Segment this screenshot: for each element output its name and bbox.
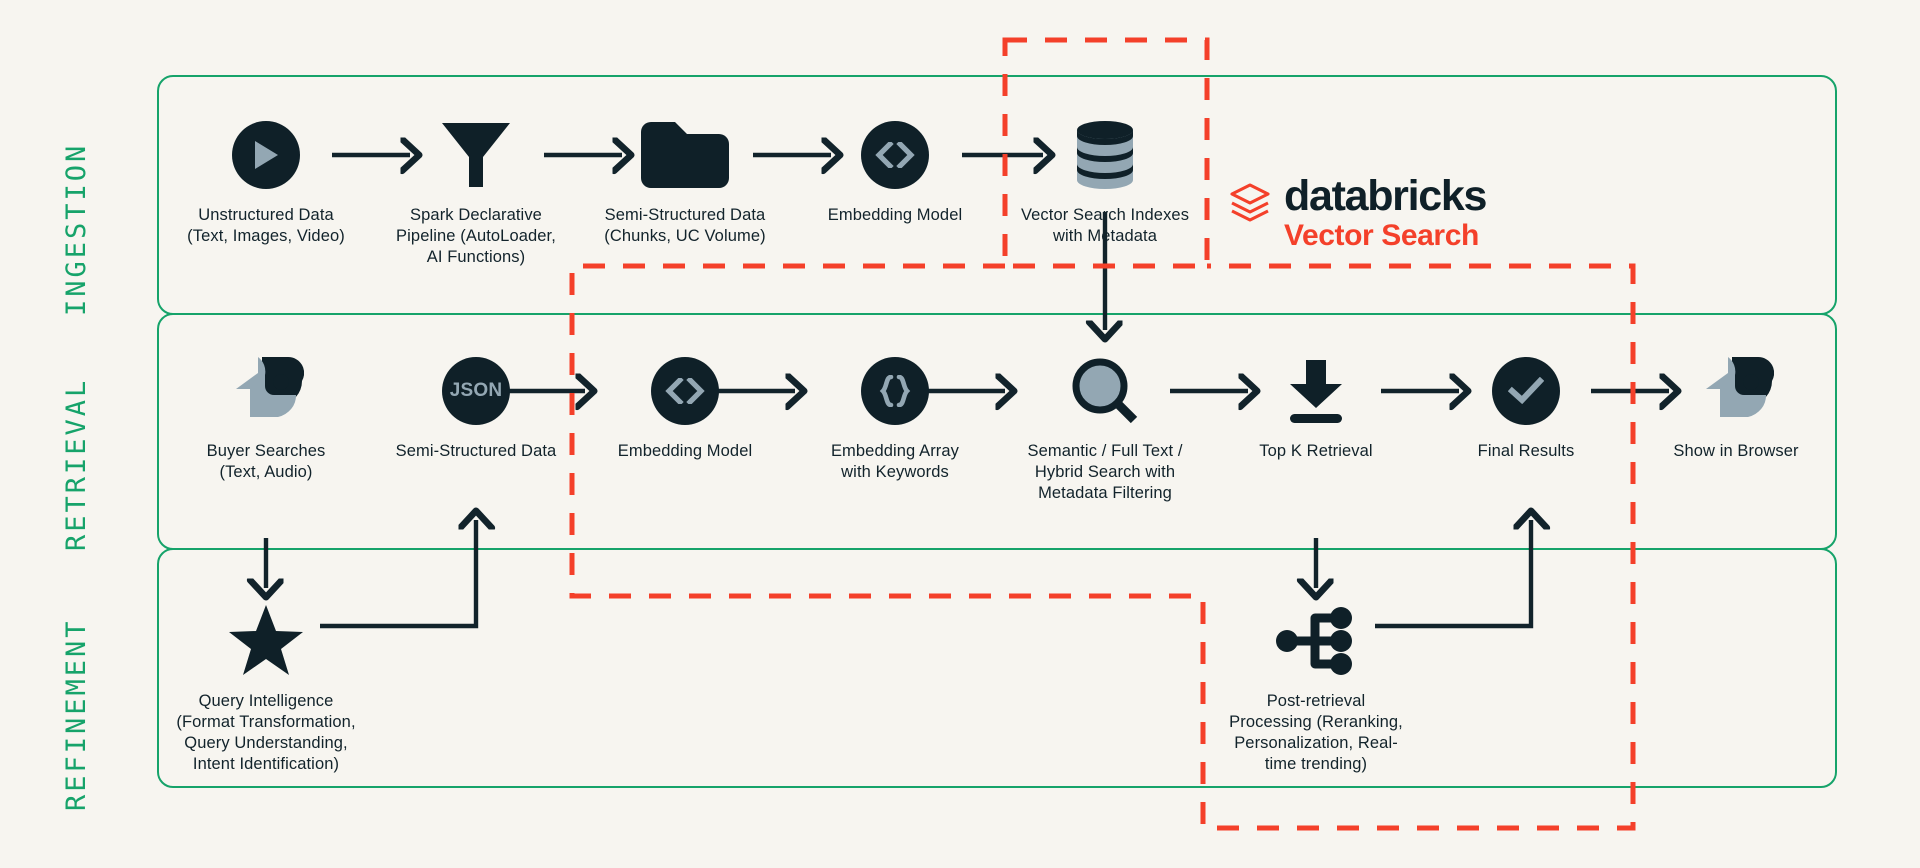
logo-brand-text: databricks [1284,172,1487,220]
person-profile-icon [1636,350,1836,432]
play-circle-icon [166,114,366,196]
curly-braces-circle-icon [795,350,995,432]
download-arrow-icon [1216,350,1416,432]
code-brackets-circle-icon [795,114,995,196]
person-profile-icon [166,350,366,432]
node-label: Unstructured Data(Text, Images, Video) [187,206,345,246]
node-label: Semantic / Full Text /Hybrid Search with… [1027,442,1183,503]
node-label: Embedding Model [617,442,753,460]
check-circle-icon [1426,350,1626,432]
magnifier-icon [1005,350,1205,432]
database-cylinder-icon [1005,114,1205,196]
node-label: Query Intelligence(Format Transformation… [176,692,356,774]
node-unstructured-data[interactable]: Unstructured Data(Text, Images, Video) [166,114,366,247]
node-hybrid-search[interactable]: Semantic / Full Text /Hybrid Search with… [1005,350,1205,504]
node-network-icon [1216,600,1416,682]
databricks-vector-search-logo: databricks Vector Search [1228,172,1487,252]
lane-label-retrieval: RETRIEVAL [61,377,92,551]
lane-label-refinement: REFINEMENT [61,618,92,811]
json-circle-icon: JSON [376,350,576,432]
node-label: Final Results [1477,442,1575,460]
node-label: Buyer Searches(Text, Audio) [206,442,326,482]
node-final-results[interactable]: Final Results [1426,350,1626,462]
node-label: Top K Retrieval [1259,442,1373,460]
node-label: Semi-Structured Data(Chunks, UC Volume) [604,206,766,246]
node-semi-structured-data-retrieval[interactable]: JSON Semi-Structured Data [376,350,576,462]
code-brackets-circle-icon [585,350,785,432]
node-embedding-model-retrieval[interactable]: Embedding Model [585,350,785,462]
node-label: Semi-Structured Data [395,442,557,460]
folder-icon [585,114,785,196]
node-semi-structured-data[interactable]: Semi-Structured Data(Chunks, UC Volume) [585,114,785,247]
lane-label-ingestion: INGESTION [61,142,92,316]
panel-refinement [157,548,1837,788]
node-label: Show in Browser [1673,442,1799,460]
node-buyer-searches[interactable]: Buyer Searches(Text, Audio) [166,350,366,483]
databricks-stack-icon [1228,181,1272,230]
logo-product-text: Vector Search [1284,219,1479,252]
node-top-k-retrieval[interactable]: Top K Retrieval [1216,350,1416,462]
node-embedding-model-ingestion[interactable]: Embedding Model [795,114,995,226]
funnel-filter-icon [376,114,576,196]
node-label: Embedding Model [827,206,963,224]
star-icon [166,600,366,682]
node-show-in-browser[interactable]: Show in Browser [1636,350,1836,462]
node-query-intelligence[interactable]: Query Intelligence(Format Transformation… [166,600,366,775]
json-badge-text: JSON [449,380,503,401]
